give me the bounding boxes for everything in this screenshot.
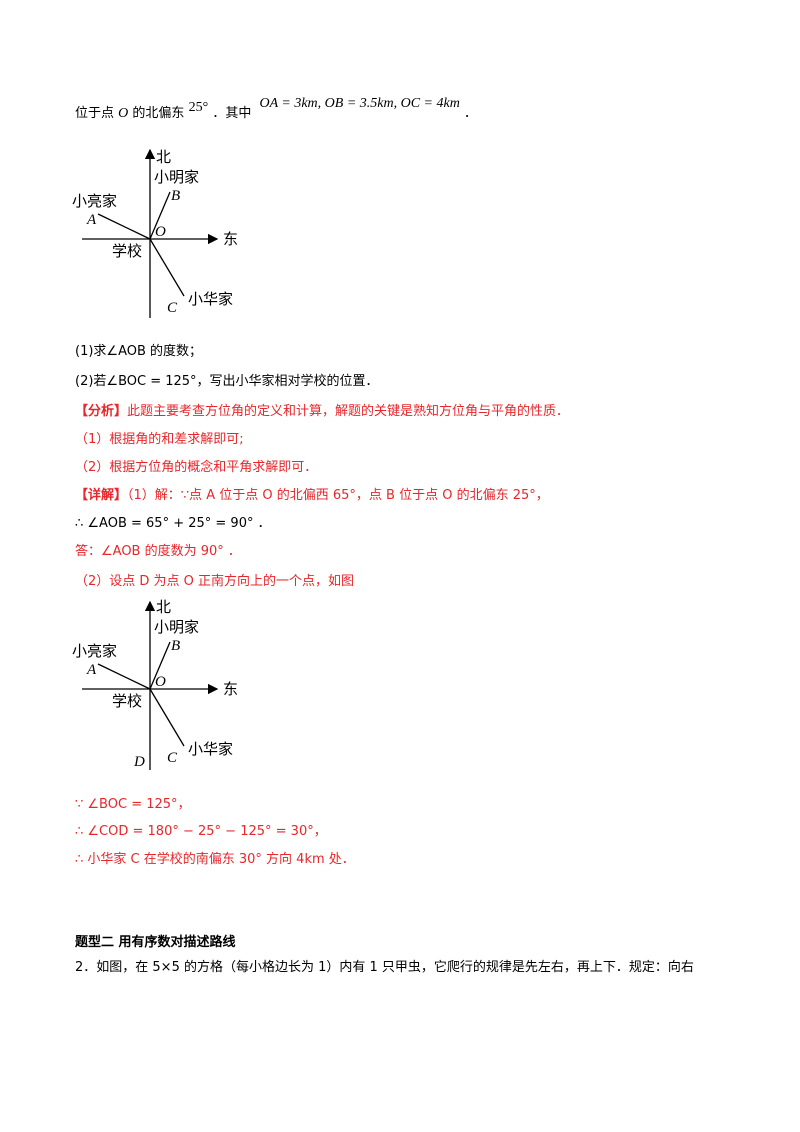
- label-school: 学校: [112, 242, 142, 260]
- label-north: 北: [156, 598, 171, 616]
- intro-point: O: [118, 106, 129, 121]
- ray-oa: [97, 213, 151, 240]
- detail-step-2: （2）设点 D 为点 O 正南方向上的一个点，如图: [75, 574, 355, 589]
- analysis-step-1: （1）根据角的和差求解即可;: [75, 432, 244, 447]
- analysis-line: 【分析】此题主要考查方位角的定义和计算，解题的关键是熟知方位角与平角的性质．: [75, 402, 569, 422]
- solution-2-because: ∵ ∠BOC = 125°，: [75, 797, 191, 812]
- question-1: (1)求∠AOB 的度数；: [75, 344, 203, 359]
- detail-answer: 答：∠AOB 的度数为 90° ．: [75, 544, 241, 559]
- detail-text: （1）解：∵点 A 位于点 O 的北偏西 65°，点 B 位于点 O 的北偏东 …: [127, 488, 549, 503]
- detail-line: 【详解】（1）解：∵点 A 位于点 O 的北偏西 65°，点 B 位于点 O 的…: [75, 486, 549, 506]
- ray-oa: [97, 663, 151, 690]
- section-2-problem: 2．如图，在 5×5 的方格（每小格边长为 1）内有 1 只甲虫，它爬行的规律是…: [75, 960, 694, 975]
- label-xiaohua: 小华家: [188, 290, 233, 308]
- analysis-step-2: （2）根据方位角的概念和平角求解即可．: [75, 460, 318, 475]
- label-a: A: [86, 212, 97, 228]
- label-school: 学校: [112, 692, 142, 710]
- ray-oc: [149, 238, 185, 297]
- label-east: 东: [223, 680, 238, 698]
- label-o: O: [155, 674, 166, 690]
- label-xiaoming: 小明家: [154, 168, 199, 186]
- intro-end: ．: [463, 106, 477, 121]
- solution-2-conclusion: ∴ 小华家 C 在学校的南偏东 30° 方向 4km 处．: [75, 852, 355, 867]
- figure-2-diagram: 北 东 小明家 小亮家 小华家 学校 A B C O D: [72, 598, 238, 770]
- detail-eq-1: ∴ ∠AOB = 65° + 25° = 90° ．: [75, 516, 271, 531]
- label-xiaoliang: 小亮家: [72, 642, 117, 660]
- intro-line: 位于点 O 的北偏东 25° ．其中 OA = 3km, OB = 3.5km,…: [75, 96, 477, 124]
- label-a: A: [86, 662, 97, 678]
- figure-1-diagram: 北 东 小明家 小亮家 小华家 学校 A B C O: [72, 148, 238, 318]
- label-xiaohua: 小华家: [188, 740, 233, 758]
- label-xiaoliang: 小亮家: [72, 192, 117, 210]
- intro-mid: 的北偏东: [132, 106, 185, 121]
- ray-ob: [149, 191, 171, 240]
- label-east: 东: [223, 230, 238, 248]
- section-2-title: 题型二 用有序数对描述路线: [75, 935, 236, 950]
- solution-2-therefore: ∴ ∠COD = 180° − 25° − 125° = 30°，: [75, 824, 327, 839]
- label-d: D: [133, 754, 145, 770]
- intro-suffix: ．其中: [212, 106, 252, 121]
- label-north: 北: [156, 148, 171, 166]
- ray-ob: [149, 641, 171, 690]
- label-b: B: [171, 188, 180, 204]
- label-o: O: [155, 224, 166, 240]
- intro-angle: 25°: [188, 100, 209, 115]
- detail-tag: 【详解】: [75, 488, 128, 503]
- label-xiaoming: 小明家: [154, 618, 199, 636]
- analysis-tag: 【分析】: [75, 404, 128, 419]
- ray-oc: [149, 688, 185, 747]
- label-b: B: [171, 638, 180, 654]
- label-c: C: [167, 750, 178, 766]
- label-c: C: [167, 300, 178, 316]
- analysis-text: 此题主要考查方位角的定义和计算，解题的关键是熟知方位角与平角的性质．: [127, 404, 570, 419]
- intro-prefix: 位于点: [75, 106, 115, 121]
- intro-distances: OA = 3km, OB = 3.5km, OC = 4km: [259, 96, 460, 111]
- question-2: (2)若∠BOC = 125°，写出小华家相对学校的位置．: [75, 374, 379, 389]
